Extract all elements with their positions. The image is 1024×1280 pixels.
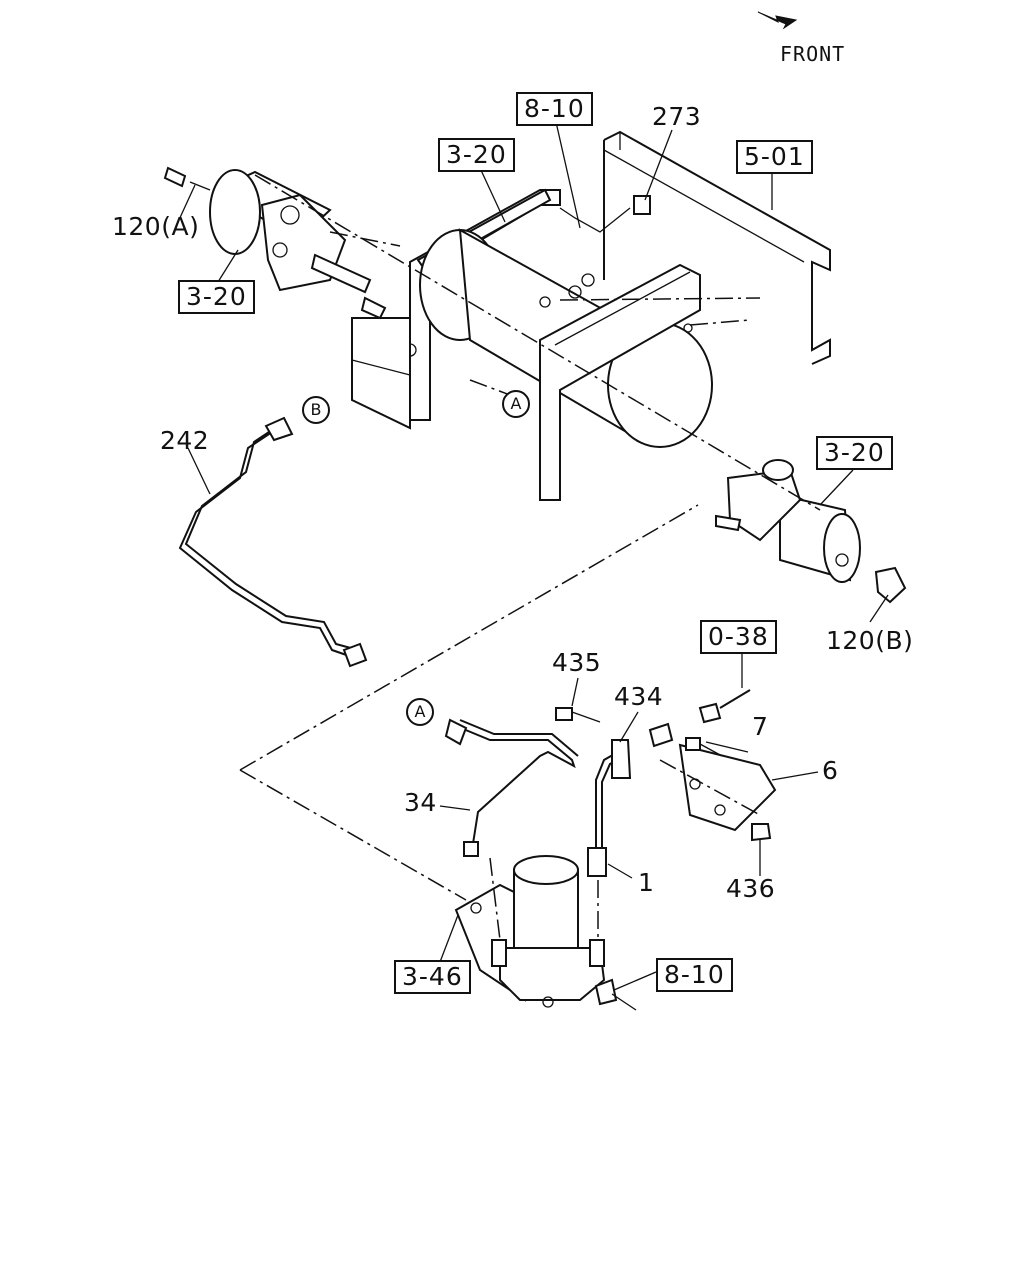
ref-5-01[interactable]: 5-01 [736, 140, 813, 174]
callout-436[interactable]: 436 [726, 874, 776, 903]
ref-3-46[interactable]: 3-46 [394, 960, 471, 994]
callout-1[interactable]: 1 [638, 868, 655, 897]
valve-unit-left [163, 166, 387, 320]
callout-6[interactable]: 6 [822, 756, 839, 785]
callout-34[interactable]: 34 [404, 788, 437, 817]
leader-lines [177, 121, 889, 991]
callout-120-a[interactable]: 120(A) [112, 212, 200, 241]
ref-3-20-left[interactable]: 3-20 [178, 280, 255, 314]
callout-120-b[interactable]: 120(B) [826, 626, 914, 655]
ref-8-10-bottom[interactable]: 8-10 [656, 958, 733, 992]
pipe-242 [178, 416, 368, 668]
callout-7[interactable]: 7 [752, 712, 769, 741]
marker-a-bottom: A [406, 698, 434, 726]
callout-435[interactable]: 435 [552, 648, 602, 677]
callout-434[interactable]: 434 [614, 682, 664, 711]
marker-a-top: A [502, 390, 530, 418]
bolt-7 [685, 737, 723, 757]
valve-unit-right [715, 459, 907, 604]
dryer-canister [454, 855, 606, 1008]
ref-3-20-middle[interactable]: 3-20 [438, 138, 515, 172]
callout-273[interactable]: 273 [652, 102, 702, 131]
front-label: FRONT [780, 42, 846, 66]
dash-lines [239, 174, 821, 941]
nut-436 [751, 823, 772, 842]
bracket-434 [611, 739, 632, 779]
pipe-34 [444, 718, 579, 857]
front-arrow-icon [757, 11, 798, 30]
chassis-frame-rail [603, 130, 831, 365]
ref-8-10-top[interactable]: 8-10 [516, 92, 593, 126]
callout-242[interactable]: 242 [160, 426, 210, 455]
sensor-273 [559, 195, 651, 233]
bolt-435 [555, 707, 601, 723]
marker-b: B [302, 396, 330, 424]
air-tank-assembly [351, 188, 713, 501]
ref-3-20-right[interactable]: 3-20 [816, 436, 893, 470]
bracket-6 [678, 743, 777, 832]
ref-0-38[interactable]: 0-38 [700, 620, 777, 654]
fitting-0-38 [648, 689, 751, 748]
connector-8-10 [594, 978, 637, 1011]
